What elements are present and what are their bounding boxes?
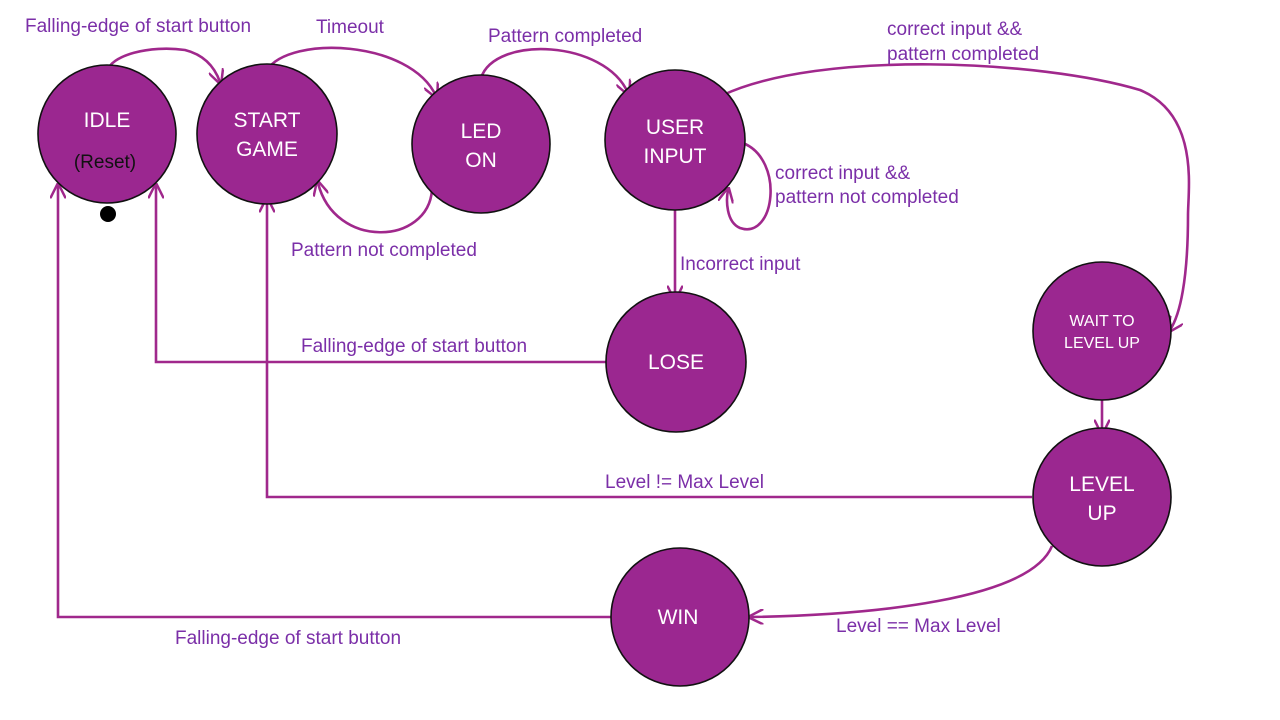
state-idle: IDLE (Reset) xyxy=(37,64,177,204)
label-user-self-2: pattern not completed xyxy=(775,187,959,208)
edge-level-to-win xyxy=(751,545,1054,617)
edge-start-to-led xyxy=(265,46,436,96)
state-user-input-label-1: USER xyxy=(646,116,704,139)
state-start-game-label-1: START xyxy=(234,109,301,132)
state-lose-circle xyxy=(605,291,747,433)
edge-level-to-start xyxy=(267,200,1032,499)
state-win: WIN xyxy=(610,547,750,687)
state-lose: LOSE xyxy=(605,291,747,433)
state-lose-label: LOSE xyxy=(648,351,704,374)
label-level-to-start: Level != Max Level xyxy=(605,472,764,493)
label-lose-to-idle: Falling-edge of start button xyxy=(301,336,527,357)
edge-led-to-user xyxy=(479,47,628,93)
edge-user-self-loop xyxy=(727,141,772,231)
label-led-to-start: Pattern not completed xyxy=(291,240,477,261)
label-user-self-1: correct input && xyxy=(775,163,910,184)
state-led-on: LED ON xyxy=(411,74,551,214)
state-idle-label: IDLE xyxy=(84,109,131,132)
edge-led-to-start xyxy=(318,183,434,234)
state-wait-to-level-up-label-1: WAIT TO xyxy=(1069,313,1134,330)
edge-user-to-wait xyxy=(722,63,1191,330)
state-user-input-label-2: INPUT xyxy=(644,145,707,168)
state-wait-to-level-up-circle xyxy=(1032,261,1172,401)
label-start-to-led: Timeout xyxy=(316,17,385,38)
state-win-circle xyxy=(610,547,750,687)
label-user-to-lose: Incorrect input xyxy=(680,254,801,275)
state-start-game-label-2: GAME xyxy=(236,138,298,161)
state-user-input-circle xyxy=(604,69,746,211)
state-win-label: WIN xyxy=(658,606,699,629)
edge-lose-to-idle xyxy=(156,186,606,364)
edge-idle-to-start xyxy=(105,47,220,82)
state-start-game: START GAME xyxy=(196,63,338,205)
label-user-to-wait-1: correct input && xyxy=(887,19,1022,40)
label-led-to-user: Pattern completed xyxy=(488,26,642,47)
label-idle-to-start: Falling-edge of start button xyxy=(25,16,251,37)
label-level-to-win: Level == Max Level xyxy=(836,616,1001,637)
state-wait-to-level-up-label-2: LEVEL UP xyxy=(1064,335,1140,352)
state-start-game-circle xyxy=(196,63,338,205)
label-user-to-wait-2: pattern completed xyxy=(887,44,1039,65)
state-level-up-label-2: UP xyxy=(1087,502,1116,525)
state-level-up: LEVEL UP xyxy=(1032,427,1172,567)
state-level-up-label-1: LEVEL xyxy=(1069,473,1134,496)
state-led-on-label-2: ON xyxy=(465,149,497,172)
label-win-to-idle: Falling-edge of start button xyxy=(175,628,401,649)
state-idle-sublabel: (Reset) xyxy=(74,152,136,173)
state-wait-to-level-up: WAIT TO LEVEL UP xyxy=(1032,261,1172,401)
initial-state-dot xyxy=(100,206,116,222)
state-led-on-circle xyxy=(411,74,551,214)
state-led-on-label-1: LED xyxy=(461,120,502,143)
edge-win-to-idle xyxy=(58,186,611,619)
state-user-input: USER INPUT xyxy=(604,69,746,211)
state-level-up-circle xyxy=(1032,427,1172,567)
state-idle-circle xyxy=(37,64,177,204)
